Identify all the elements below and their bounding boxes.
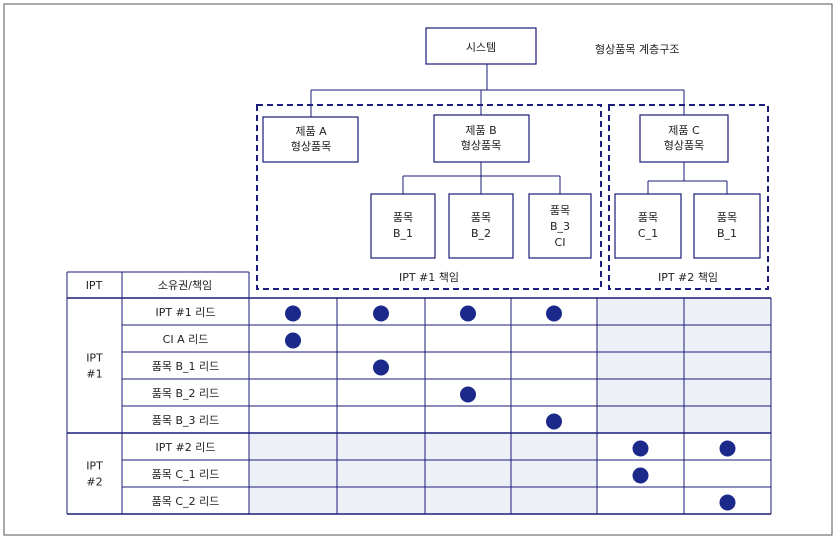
item-b1-node: 품목 B_1 (370, 193, 436, 259)
responsibility-mark (460, 386, 476, 403)
diagram-title: 형상품목 계층구조 (595, 43, 679, 56)
item-b3-node: 품목 B_3 CI (528, 193, 592, 259)
ipt1-group-label: IPT #1 책임 (399, 271, 459, 284)
item-c-b1-label-2: B_1 (717, 227, 737, 240)
responsibility-mark (632, 440, 649, 457)
responsibility-mark (285, 332, 301, 349)
responsibility-mark (285, 305, 301, 322)
item-c1-label-1: 품목 (638, 211, 658, 224)
item-c-b1-node: 품목 B_1 (693, 193, 761, 259)
ipt-group-label: IPT (86, 460, 103, 473)
item-c1-label-2: C_1 (638, 227, 658, 240)
product-b-node: 제품 B 형상품목 (433, 114, 530, 163)
product-a-node: 제품 A 형상품목 (262, 116, 359, 163)
ipt2-group-boundary (608, 104, 769, 290)
responsibility-mark (719, 440, 736, 457)
matrix-header-role: 소유권/책임 (158, 279, 212, 292)
item-b2-label-2: B_2 (471, 227, 491, 240)
responsibility-mark (373, 359, 389, 376)
matrix-grid (66, 271, 772, 515)
item-b3-label-2: B_3 (550, 220, 570, 233)
item-b3-label-1: 품목 (550, 204, 570, 217)
responsibility-mark (719, 494, 736, 511)
matrix-row-label: 품목 C_1 리드 (152, 468, 220, 481)
hierarchy-connectors (310, 64, 728, 194)
ipt-group-label: #1 (86, 368, 102, 381)
product-c-label-2: 형상품목 (664, 139, 704, 152)
item-b1-label-1: 품목 (393, 211, 413, 224)
ipt1-group-boundary (256, 104, 602, 290)
item-c1-node: 품목 C_1 (614, 193, 682, 259)
responsibility-mark (373, 305, 389, 322)
item-b2-label-1: 품목 (471, 211, 491, 224)
ipt-group-label: #2 (86, 476, 102, 489)
matrix-row-label: 품목 B_3 리드 (152, 414, 220, 427)
product-a-label-1: 제품 A (295, 125, 327, 138)
matrix-row-label: IPT #1 리드 (155, 306, 215, 319)
ipt2-group-label: IPT #2 책임 (658, 271, 718, 284)
matrix-header-ipt: IPT (86, 279, 103, 292)
product-c-label-1: 제품 C (668, 124, 700, 137)
product-c-node: 제품 C 형상품목 (639, 114, 729, 163)
item-b1-label-2: B_1 (393, 227, 413, 240)
ipt2-unassigned-shade (249, 433, 597, 514)
responsibility-mark (546, 413, 562, 430)
product-b-label-1: 제품 B (465, 124, 496, 137)
matrix-marks (285, 305, 736, 511)
item-b3-label-3: CI (555, 236, 566, 249)
responsibility-mark (632, 467, 649, 484)
outer-frame (3, 3, 833, 536)
matrix-row-label: 품목 B_1 리드 (152, 360, 220, 373)
ipt-group-label: IPT (86, 352, 103, 365)
responsibility-mark (460, 305, 476, 322)
system-node-label: 시스템 (466, 41, 496, 54)
matrix-row-label: CI A 리드 (163, 333, 209, 346)
matrix-row-label: IPT #2 리드 (155, 441, 215, 454)
responsibility-mark (546, 305, 562, 322)
product-b-label-2: 형상품목 (461, 139, 501, 152)
matrix-row-label: 품목 B_2 리드 (152, 387, 220, 400)
item-c-b1-label-1: 품목 (717, 211, 737, 224)
product-a-label-2: 형상품목 (291, 140, 331, 153)
item-b2-node: 품목 B_2 (448, 193, 514, 259)
matrix-row-label: 품목 C_2 리드 (152, 495, 220, 508)
system-node: 시스템 (425, 27, 537, 65)
